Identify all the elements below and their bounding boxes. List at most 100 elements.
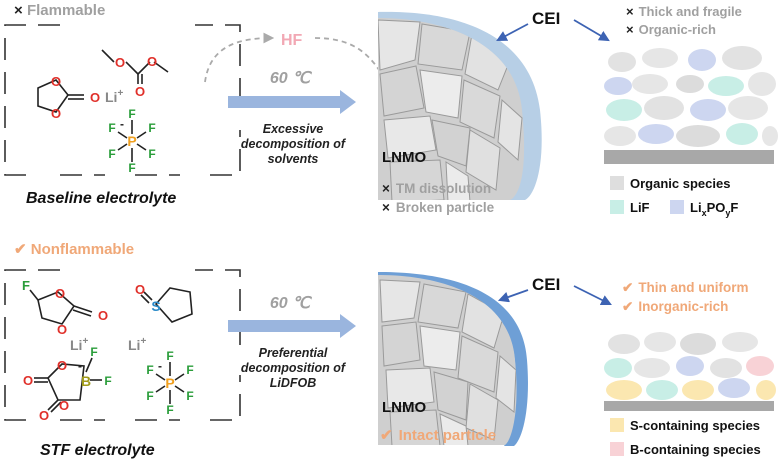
legend-lif-label: LiF: [630, 200, 650, 215]
sulfolane-sulfur: S: [151, 298, 160, 314]
hf-attack-arrow: [314, 37, 390, 87]
stf-electrolyte-box: [4, 269, 241, 421]
top-process-line-3: solvents: [268, 152, 319, 166]
dfob-oxygen-1: O: [57, 358, 67, 373]
fec-oxygen-2: O: [57, 322, 67, 337]
dmc-oxygen-3: O: [135, 84, 145, 99]
bottom-cei-layer: [378, 272, 528, 446]
bottom-process-line-3: LiDFOB: [270, 376, 317, 390]
sulfolane-molecule: [140, 287, 193, 323]
pf6-f-1: F: [128, 107, 135, 121]
ec-oxygen-2: O: [51, 106, 61, 121]
pf6-charge: -: [120, 117, 124, 131]
bottom-cei-pointer: [497, 289, 529, 303]
flammable-text: Flammable: [26, 2, 106, 19]
pf6-p-atom: P: [127, 133, 136, 149]
top-cei-prop-1: ×Thick and fragile: [626, 4, 742, 19]
dmc-oxygen-1: O: [115, 55, 125, 70]
pf6-f-3: F: [108, 121, 115, 135]
dfob-anion: [34, 357, 102, 413]
top-process-line-2: decomposition of: [241, 137, 347, 151]
flammable-mark: ×: [14, 2, 23, 19]
legend-organic-label: Organic species: [630, 176, 730, 191]
fec-molecule: [29, 289, 93, 325]
pf6-bottom-f-2: F: [166, 403, 173, 417]
dfob-oxygen-2: O: [59, 398, 69, 413]
dfob-fluorine-2: F: [104, 374, 111, 388]
dfob-charge: -: [78, 359, 82, 373]
pf6-f-6: F: [148, 147, 155, 161]
top-process-arrow: [228, 90, 356, 114]
nonflammable-mark: ✔: [14, 241, 27, 258]
hf-label: HF: [281, 32, 303, 49]
pf6-f-2: F: [128, 161, 135, 175]
top-process-line-1: Excessive: [263, 122, 324, 136]
top-zoom-pointer: [573, 19, 610, 42]
top-issue-1: ×TM dissolution: [382, 181, 491, 196]
pf6-f-4: F: [108, 147, 115, 161]
legend-lif-swatch: [610, 200, 624, 214]
li-ion-label: Li+: [105, 88, 123, 105]
baseline-electrolyte-title: Baseline electrolyte: [26, 190, 177, 207]
pf6-bottom-charge: -: [158, 359, 162, 373]
top-cei-pointer: [496, 23, 529, 42]
top-cei-zoom: [604, 46, 778, 164]
pf6-f-5: F: [148, 121, 155, 135]
dmc-molecule: [101, 49, 169, 84]
fec-oxygen-3: O: [98, 308, 108, 323]
pf6-bottom-f-5: F: [186, 363, 193, 377]
dfob-boron: B: [81, 373, 91, 389]
legend-s-swatch: [610, 418, 624, 432]
bottom-cei-prop-2: ✔Inorganic-rich: [622, 299, 728, 314]
top-cei-layer: [378, 11, 542, 201]
pf6-bottom-f-6: F: [186, 389, 193, 403]
legend-organic-swatch: [610, 176, 624, 190]
pf6-anion-bottom: [155, 362, 185, 404]
bottom-process-arrow: [228, 314, 356, 338]
pf6-anion: [117, 120, 147, 162]
pf6-bottom-f-3: F: [146, 363, 153, 377]
nonflammable-label: ✔ Nonflammable: [14, 240, 134, 258]
fec-oxygen-1: O: [55, 286, 65, 301]
baseline-electrolyte-box: [4, 24, 241, 176]
legend-b-label: B-containing species: [630, 442, 761, 457]
top-particle-label: LNMO: [382, 149, 426, 166]
legend-b-swatch: [610, 442, 624, 456]
bottom-zoom-pointer: [573, 285, 612, 305]
bottom-cei-label: CEI: [532, 275, 560, 294]
flammable-label: × Flammable: [14, 2, 105, 19]
ec-oxygen-1: O: [51, 74, 61, 89]
dfob-oxygen-4: O: [39, 408, 49, 423]
sulfolane-oxygen: O: [135, 282, 145, 297]
legend-lipof-swatch: [670, 200, 684, 214]
ec-molecule: [37, 79, 84, 113]
nonflammable-text: Nonflammable: [30, 241, 135, 258]
pf6-bottom-f-1: F: [166, 349, 173, 363]
pf6-bottom-p-atom: P: [165, 375, 174, 391]
top-cei-label: CEI: [532, 9, 560, 28]
li-ion-label-1: Li+: [70, 336, 88, 353]
bottom-result: ✔Intact particle: [380, 427, 496, 444]
bottom-particle-label: LNMO: [382, 399, 426, 416]
legend-s-label: S-containing species: [630, 418, 760, 433]
top-cei-prop-2: ×Organic-rich: [626, 22, 716, 37]
li-ion-label-2: Li+: [128, 336, 146, 353]
legend-lipof-label: LixPOyF: [690, 200, 738, 218]
dfob-oxygen-3: O: [23, 373, 33, 388]
top-issue-2: ×Broken particle: [382, 200, 495, 215]
bottom-process-line-1: Preferential: [259, 346, 328, 360]
bottom-cei-zoom: [604, 332, 776, 411]
fec-fluorine: F: [22, 278, 30, 293]
stf-electrolyte-title: STF electrolyte: [40, 442, 155, 459]
dmc-oxygen-2: O: [147, 54, 157, 69]
top-lnmo-particle: [378, 18, 525, 200]
hf-release-arrow: [204, 32, 275, 83]
dfob-fluorine-1: F: [90, 345, 97, 359]
bottom-cei-prop-1: ✔Thin and uniform: [622, 280, 749, 295]
ec-oxygen-3: O: [90, 90, 100, 105]
bottom-temperature-label: 60 ℃: [270, 295, 312, 312]
pf6-bottom-f-4: F: [146, 389, 153, 403]
bottom-process-line-2: decomposition of: [241, 361, 347, 375]
top-temperature-label: 60 ℃: [270, 70, 312, 87]
